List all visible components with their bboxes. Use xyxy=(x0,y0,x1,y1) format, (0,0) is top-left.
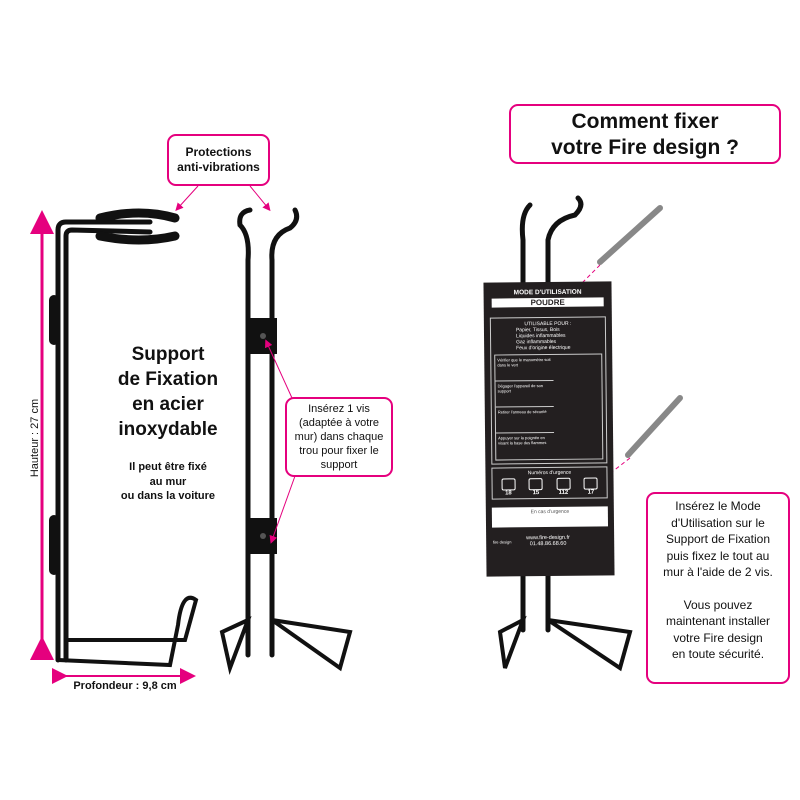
emergency-note: En cas d'urgence xyxy=(491,506,609,528)
emergency-number: 18 xyxy=(505,490,512,497)
protections-callout: Protections anti-vibrations xyxy=(167,134,270,186)
callout-line: support xyxy=(320,459,358,471)
product-heading: Support de Fixation en acier inoxydable xyxy=(98,342,238,442)
emergency-number: 15 xyxy=(532,490,540,497)
rack-front-view xyxy=(219,207,353,676)
title-line: votre Fire design ? xyxy=(551,136,739,159)
product-subtext: Il peut être fixé au mur ou dans la voit… xyxy=(98,460,238,504)
card-step: Retirer l'anneau de sécurité xyxy=(495,406,555,434)
callout-line: maintenant installer xyxy=(665,614,771,628)
sub-line: ou dans la voiture xyxy=(120,490,216,502)
depth-label: Profondeur : 9,8 cm xyxy=(73,680,177,692)
card-step: Dégager l'appareil de son support xyxy=(495,380,555,408)
heading-line: en acier xyxy=(132,394,204,415)
title-callout: Comment fixer votre Fire design ? xyxy=(509,104,781,164)
callout-line: puis fixez le tout au xyxy=(666,548,770,563)
callout-line: (adaptée à votre xyxy=(298,417,380,429)
card-step: Appuyer sur la poignée en visant la base… xyxy=(498,435,547,446)
callout-line: mur à l'aide de 2 vis. xyxy=(663,565,773,579)
height-label: Hauteur : 27 cm xyxy=(29,398,41,478)
heading-line: Support xyxy=(131,344,205,365)
card-step: Vérifier que le manomètre soit dans le v… xyxy=(495,354,554,382)
sub-line: au mur xyxy=(149,475,187,488)
heading-line: de Fixation xyxy=(117,369,219,390)
emergency-number: 17 xyxy=(587,489,595,496)
heading-line: inoxydable xyxy=(118,419,218,440)
callout-line: Insérez le Mode xyxy=(675,499,761,513)
callout-line: trou pour fixer le xyxy=(299,445,379,457)
title-line: Comment fixer xyxy=(571,110,719,133)
callout-line: en toute sécurité. xyxy=(671,647,765,661)
instruction-card: MODE D'UTILISATION POUDRE UTILISABLE POU… xyxy=(483,281,615,577)
brand-logo: fire design xyxy=(492,538,512,545)
sub-line: Il peut être fixé xyxy=(129,461,207,473)
card-phone: 01.48.86.68.60 xyxy=(529,540,567,548)
callout-line: Protections xyxy=(185,145,252,159)
callout-line: Support de Fixation xyxy=(665,532,771,546)
screw-callout: Insérez 1 vis (adaptée à votre mur) dans… xyxy=(285,397,393,477)
callout-line: Insérez 1 vis xyxy=(308,403,370,415)
emergency-number: 112 xyxy=(558,489,569,496)
callout-line: d'Utilisation sur le xyxy=(671,515,765,530)
callout-line: anti-vibrations xyxy=(177,160,260,174)
screw-icon xyxy=(597,205,683,458)
use-item: Feux d'origine électrique xyxy=(516,344,571,352)
rack-with-card xyxy=(497,195,633,672)
callout-line: Vous pouvez xyxy=(683,597,753,612)
emergency-title: Numéros d'urgence xyxy=(527,469,572,477)
rack-side-view xyxy=(49,208,199,668)
callout-line: mur) dans chaque xyxy=(294,431,384,443)
callout-line: votre Fire design xyxy=(673,630,763,645)
card-title: MODE D'UTILISATION xyxy=(513,288,582,297)
instructions-callout: Insérez le Mode d'Utilisation sur le Sup… xyxy=(646,492,790,684)
card-type: POUDRE xyxy=(491,297,604,308)
